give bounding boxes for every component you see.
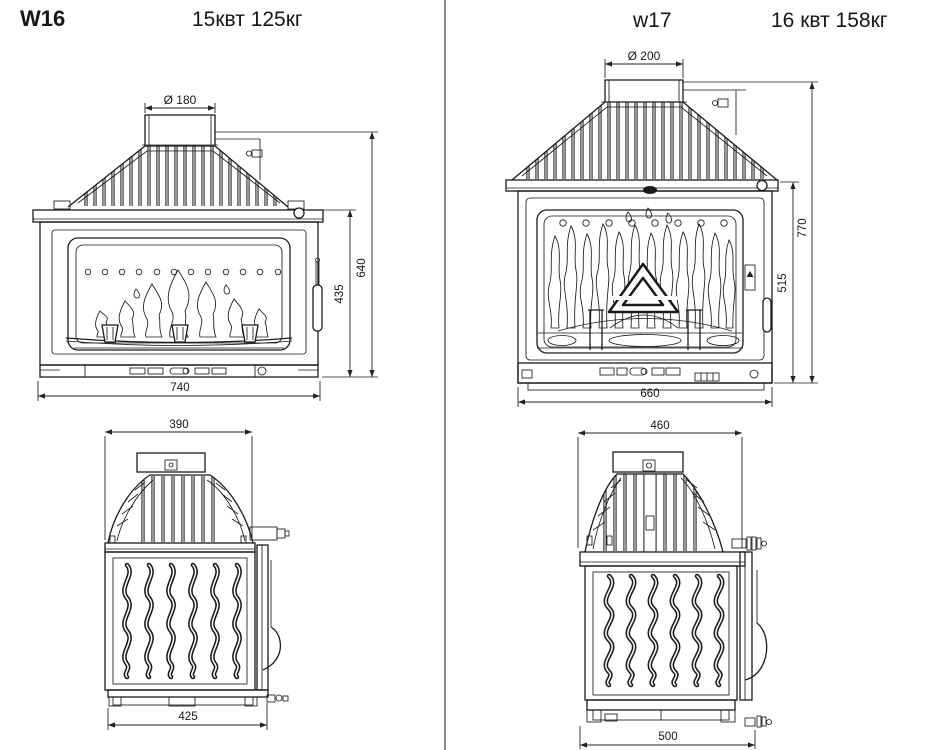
spec-label-w16: 15квт 125кг [192, 8, 303, 31]
w17-side-body [584, 565, 738, 701]
w17-side-door-edge [739, 551, 772, 728]
w16-side-top-dimension: 390 [104, 419, 253, 540]
model-label-w17: w17 [633, 9, 672, 32]
w17-ribbed-top [511, 101, 778, 181]
w16-side-top-band [104, 542, 256, 553]
w17-width-dimension: 660 [517, 387, 773, 407]
w17-top-band [505, 179, 779, 194]
w17-side-view-drawing: 460 [565, 418, 775, 750]
w17-front-view-drawing: Ø 200 [470, 40, 870, 415]
w17-height-dimension: 770 [683, 81, 818, 383]
w16-width-dimension: 740 [37, 381, 321, 401]
w16-front-view-drawing: Ø 180 [30, 80, 410, 410]
dim-label-w16-side-bottom: 425 [178, 711, 197, 723]
w16-collar-dimension: Ø 180 [144, 93, 216, 113]
dim-label-w16-width: 740 [170, 382, 189, 394]
w16-top-band [32, 207, 324, 223]
w16-door-handle [312, 257, 323, 332]
w17-side-plinth [586, 699, 736, 723]
w16-height-dimension: 640 [215, 131, 378, 377]
dim-label-w17-collar: Ø 200 [628, 49, 661, 63]
w16-plinth [39, 364, 319, 378]
dim-label-w17-height: 770 [797, 218, 809, 237]
spec-label-w17: 16 квт 158кг [771, 9, 888, 32]
dim-label-w16-collar: Ø 180 [164, 93, 197, 107]
w17-flame-art [547, 207, 736, 329]
w17-plinth [517, 362, 773, 391]
w17-side-top-band [579, 551, 746, 567]
w16-air-holes [84, 268, 282, 276]
w17-side-bottom-dimension: 500 [579, 726, 756, 749]
w17-triangle-logo [607, 262, 680, 314]
w17-air-holes [559, 219, 728, 227]
w17-side-ribbed-top [584, 473, 767, 553]
dim-label-w16-side-top: 390 [169, 419, 188, 431]
w16-ribbed-top [53, 145, 305, 210]
w16-flame-art [95, 269, 269, 338]
w16-side-view-drawing: 390 [95, 418, 295, 733]
w17-collar-dimension: Ø 200 [604, 49, 684, 78]
w17-door-handle [744, 264, 772, 333]
w17-side-chimney-stub [612, 451, 684, 473]
dim-label-w17-side-top: 460 [650, 420, 669, 432]
dim-label-w17-door-height: 515 [777, 273, 789, 292]
w17-chimney-collar [601, 79, 687, 103]
w16-side-door-edge [256, 544, 289, 703]
w16-side-plinth [107, 689, 269, 707]
w17-door-height-dimension: 515 [774, 181, 818, 384]
w17-grate [537, 309, 743, 350]
w16-side-body [104, 551, 256, 691]
w16-chimney-collar [142, 114, 218, 146]
w16-grate [65, 324, 293, 349]
dim-label-w17-width: 660 [640, 388, 659, 400]
dim-label-w17-side-bottom: 500 [658, 731, 677, 743]
w17-side-top-dimension: 460 [577, 420, 743, 548]
center-divider-line [444, 0, 446, 750]
dim-label-w16-height: 640 [356, 258, 368, 277]
w16-damper-rod [215, 138, 263, 180]
w17-damper-rod [683, 89, 746, 135]
w16-side-chimney-stub [136, 452, 206, 473]
w16-door-height-dimension: 435 [322, 209, 378, 378]
w16-firebox-body [39, 221, 319, 366]
dim-label-w16-door-height: 435 [334, 284, 346, 303]
w16-side-ribbed-top [107, 474, 290, 544]
model-label-w16: W16 [20, 6, 66, 31]
w16-side-bottom-dimension: 425 [107, 703, 268, 730]
